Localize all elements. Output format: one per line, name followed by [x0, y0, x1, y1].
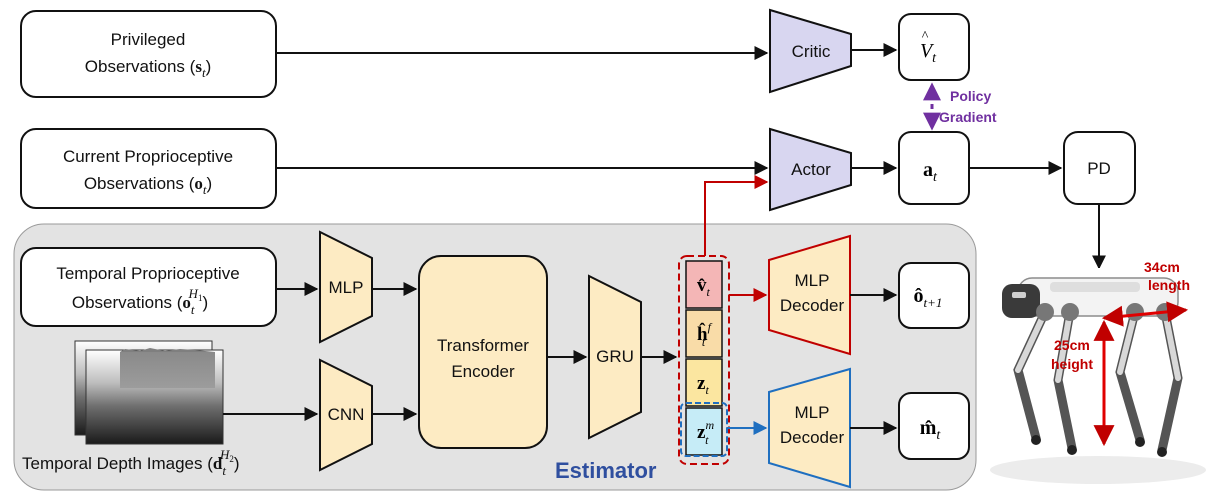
- cnn-label: CNN: [328, 405, 365, 424]
- transformer-encoder-module: Transformer Encoder: [418, 255, 548, 449]
- m-hat-output: m̂t: [898, 392, 970, 460]
- robot-length-line2: length: [1148, 277, 1190, 293]
- mlp-module: MLP: [319, 230, 373, 344]
- latent-zm-dashed-border: [680, 402, 728, 457]
- pd-node: PD: [1063, 131, 1136, 205]
- mlp-decoder-bottom-line2: Decoder: [780, 428, 845, 447]
- depth-images: [74, 340, 224, 445]
- temporal-proprio-line1: Temporal Proprioceptive: [56, 264, 239, 283]
- latent-cell-symbol: zt: [697, 373, 709, 397]
- pd-label: PD: [1087, 159, 1111, 178]
- mlp-decoder-top-line1: MLP: [795, 271, 830, 290]
- a-t-output: at: [898, 131, 970, 205]
- robot-illustration: 34cm length 25cm height: [984, 259, 1212, 494]
- robot-height-line2: height: [1051, 356, 1093, 372]
- actor-label: Actor: [791, 160, 831, 179]
- transformer-line1: Transformer: [437, 336, 529, 355]
- temporal-proprio-line2: Observations (otH1): [72, 286, 208, 317]
- a-t-symbol: at: [923, 159, 938, 185]
- current-line1: Current Proprioceptive: [63, 147, 233, 166]
- critic-module: Critic: [769, 8, 852, 94]
- o-next-symbol: ôt+1: [914, 285, 943, 310]
- current-line2: Observations (ot): [84, 174, 212, 197]
- policy-gradient-line2: Gradient: [939, 109, 997, 125]
- mlp-decoder-bottom: MLP Decoder: [768, 367, 851, 489]
- latent-cell: v̂t: [685, 260, 723, 309]
- privileged-line1: Privileged: [111, 30, 186, 49]
- latent-cell-symbol: v̂t: [697, 275, 711, 299]
- temporal-proprio-node: Temporal Proprioceptive Observations (ot…: [20, 247, 277, 327]
- current-observations-node: Current Proprioceptive Observations (ot): [20, 128, 277, 209]
- mlp-decoder-bottom-line1: MLP: [795, 403, 830, 422]
- v-hat-symbol: Vt: [920, 40, 937, 66]
- robot-length-line1: 34cm: [1144, 259, 1180, 275]
- cnn-module: CNN: [319, 358, 373, 472]
- mlp-decoder-top-line2: Decoder: [780, 296, 845, 315]
- latent-cell-box: [685, 358, 723, 407]
- arrows-red: [704, 175, 769, 302]
- arrows-black: [223, 43, 1106, 435]
- transformer-line2: Encoder: [451, 362, 515, 381]
- v-hat-caret: ^: [922, 29, 929, 44]
- gru-module: GRU: [588, 274, 642, 440]
- privileged-line2: Observations (st): [85, 57, 211, 80]
- mlp-decoder-top: MLP Decoder: [768, 234, 851, 356]
- length-dimension-arrow: [1101, 301, 1189, 327]
- depth-images-label: Temporal Depth Images (dtH2): [22, 447, 240, 478]
- gru-label: GRU: [596, 347, 634, 366]
- policy-gradient-line1: Policy: [950, 88, 991, 104]
- latent-cell: zt: [685, 358, 723, 407]
- estimator-label: Estimator: [555, 458, 657, 483]
- o-next-output: ôt+1: [898, 262, 970, 329]
- latent-cell-box: [685, 260, 723, 309]
- latent-cell-box: [685, 309, 723, 358]
- mlp-label: MLP: [329, 278, 364, 297]
- actor-module: Actor: [769, 127, 852, 212]
- v-hat-output: Vt ^: [898, 13, 970, 81]
- robot-height-line1: 25cm: [1054, 337, 1090, 353]
- m-hat-symbol: m̂t: [920, 417, 942, 443]
- privileged-observations-node: Privileged Observations (st): [20, 10, 277, 98]
- arrow-latent-actor: [704, 175, 769, 256]
- critic-label: Critic: [792, 42, 831, 61]
